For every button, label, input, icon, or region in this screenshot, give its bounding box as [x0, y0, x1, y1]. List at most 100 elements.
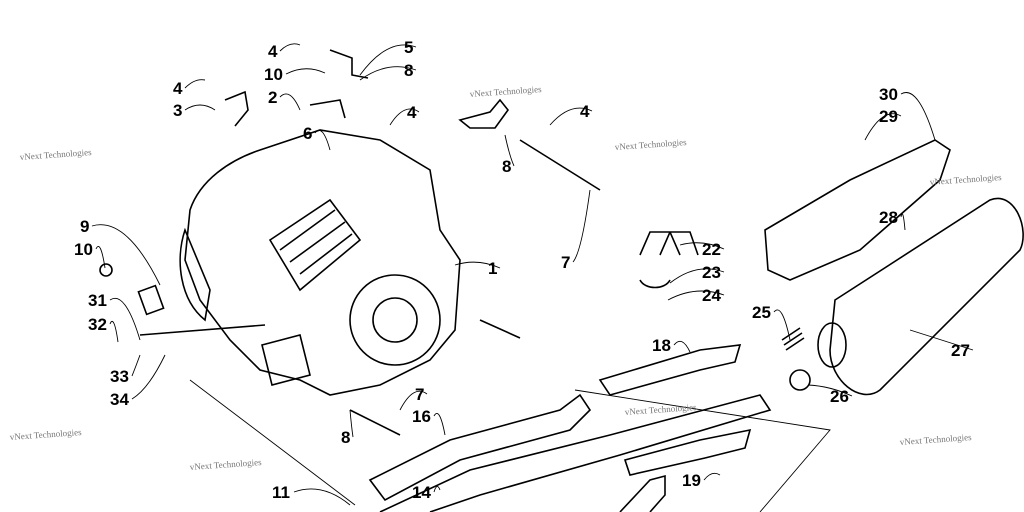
- leader-line: [679, 242, 725, 250]
- engine-cover: [349, 274, 441, 366]
- leader-line: [279, 43, 301, 52]
- leader-line: [109, 297, 141, 341]
- spring: [781, 327, 805, 351]
- exhaust-pipe-front: [368, 393, 592, 502]
- leader-line: [900, 92, 936, 141]
- bracket-left: [224, 90, 249, 127]
- engine-block: [184, 129, 461, 396]
- leader-line: [864, 113, 902, 141]
- callout-10: 10: [264, 65, 283, 84]
- callout-2: 2: [268, 88, 277, 107]
- leader-line: [669, 268, 725, 284]
- leader-line: [184, 79, 206, 89]
- callout-7: 7: [415, 385, 424, 404]
- callout-1: 1: [488, 259, 497, 278]
- watermark-text: vNext Technologies: [9, 427, 82, 442]
- callout-22: 22: [702, 240, 721, 259]
- callout-31: 31: [88, 291, 107, 310]
- callout-8: 8: [404, 61, 413, 80]
- watermark-text: vNext Technologies: [899, 432, 972, 447]
- leader-line: [359, 66, 417, 81]
- engine-left-cover: [179, 227, 211, 322]
- callout-29: 29: [879, 107, 898, 126]
- leader-line: [314, 129, 331, 151]
- callout-10: 10: [74, 240, 93, 259]
- leader-line: [184, 104, 216, 111]
- leader-line: [389, 108, 420, 126]
- callout-26: 26: [830, 387, 849, 406]
- bracket-center: [309, 99, 346, 119]
- pipe-shield-18: [598, 344, 742, 396]
- parts-outlines: [99, 49, 1024, 512]
- callout-14: 14: [412, 483, 431, 502]
- engine-cover-inner: [372, 297, 418, 343]
- leader-line: [95, 245, 106, 269]
- callout-33: 33: [110, 367, 129, 386]
- muffler: [829, 197, 1024, 396]
- callout-8: 8: [341, 428, 350, 447]
- callout-32: 32: [88, 315, 107, 334]
- watermarks: vNext Technologies vNext Technologies vNex…: [9, 84, 1002, 472]
- callout-7: 7: [561, 253, 570, 272]
- pipe-shield-19: [623, 428, 752, 476]
- callout-16: 16: [412, 407, 431, 426]
- leader-lines: [91, 43, 974, 506]
- oil-filter: [261, 334, 311, 386]
- leader-line: [349, 409, 354, 438]
- bolt-lower: [479, 319, 521, 339]
- callout-18: 18: [652, 336, 671, 355]
- leader-line: [285, 68, 326, 75]
- bracket-right: [458, 98, 510, 129]
- callout-23: 23: [702, 263, 721, 282]
- leader-line: [454, 261, 501, 269]
- leader-line: [667, 290, 725, 301]
- callout-6: 6: [303, 124, 312, 143]
- leader-line: [433, 486, 441, 493]
- leader-line: [279, 93, 301, 111]
- leader-line: [399, 390, 428, 411]
- bracket-top: [329, 49, 369, 79]
- exhaust-pipe-rear: [379, 394, 772, 512]
- callout-34: 34: [110, 390, 129, 409]
- leader-line: [673, 340, 691, 353]
- callout-3: 3: [173, 101, 182, 120]
- callout-27: 27: [951, 341, 970, 360]
- callout-4: 4: [268, 42, 278, 61]
- callout-25: 25: [752, 303, 771, 322]
- frame-line: [189, 379, 831, 512]
- callout-19: 19: [682, 471, 701, 490]
- gasket: [789, 369, 811, 391]
- pipe-end: [619, 474, 666, 512]
- callout-28: 28: [879, 208, 898, 227]
- watermark-text: vNext Technologies: [189, 457, 262, 472]
- callout-4: 4: [173, 79, 183, 98]
- leader-line: [807, 384, 853, 397]
- leader-line: [504, 134, 515, 167]
- clamp: [639, 279, 671, 289]
- callout-4: 4: [407, 103, 417, 122]
- leader-line: [703, 472, 721, 481]
- spacer: [137, 284, 165, 316]
- leader-line: [359, 44, 417, 76]
- leader-line: [131, 354, 141, 377]
- leader-line: [909, 329, 974, 351]
- leader-line: [773, 309, 791, 341]
- leader-line: [109, 320, 119, 343]
- callout-24: 24: [702, 286, 721, 305]
- leader-line: [131, 354, 166, 400]
- muffler-inlet: [817, 322, 847, 368]
- u-clamp: [639, 231, 699, 256]
- callout-4: 4: [580, 102, 590, 121]
- long-bolt: [519, 139, 601, 191]
- watermark-text: vNext Technologies: [469, 84, 542, 99]
- callout-5: 5: [404, 38, 413, 57]
- leader-line: [572, 189, 591, 263]
- nut-left: [99, 263, 113, 277]
- leader-line: [293, 488, 351, 506]
- callout-11: 11: [272, 483, 290, 502]
- sensor-rod: [139, 324, 266, 336]
- leader-line: [433, 412, 446, 436]
